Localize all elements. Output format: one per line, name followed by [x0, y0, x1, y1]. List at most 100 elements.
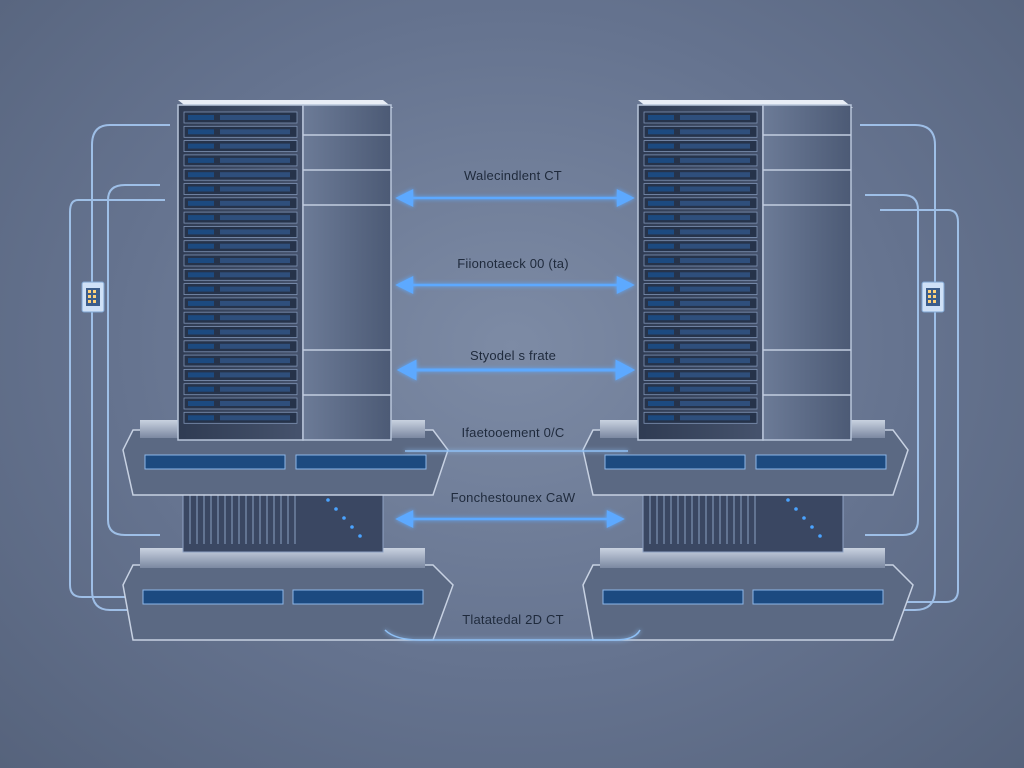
drive-light	[188, 258, 214, 263]
connection-arrow-2	[395, 275, 635, 295]
status-led	[818, 534, 822, 538]
rack-base-lower-slot	[142, 589, 284, 605]
connection-label-4: Ifaetooement 0/C	[461, 425, 565, 440]
connection-label-5: Fonchestounex CaW	[450, 490, 576, 505]
rack-base-upper-slot	[144, 454, 286, 470]
connection-label-3: Styodel s frate	[469, 348, 557, 363]
connection-label-2: Fiionotaeck 00 (ta)	[457, 256, 569, 271]
drive-light	[648, 272, 674, 278]
drive-light	[648, 401, 674, 406]
drive-light	[648, 329, 674, 335]
drive-label-strip	[220, 401, 290, 406]
drive-label-strip	[680, 258, 750, 263]
drive-label-strip	[220, 286, 290, 292]
drive-light	[188, 115, 214, 120]
drive-label-strip	[220, 143, 290, 149]
drive-light	[188, 243, 214, 249]
drive-light	[648, 386, 674, 392]
drive-label-strip	[220, 229, 290, 235]
drive-light	[188, 200, 214, 206]
server-rack-right	[582, 100, 914, 641]
drive-label-strip	[680, 343, 750, 349]
drive-label-strip	[220, 386, 290, 392]
drive-light	[648, 129, 674, 135]
drive-light	[648, 157, 674, 163]
drive-label-strip	[220, 315, 290, 321]
drive-label-strip	[220, 157, 290, 163]
connection-label-6: Tlatatedal 2D CT	[462, 612, 564, 627]
drive-label-strip	[680, 386, 750, 392]
rack-side	[762, 104, 852, 441]
drive-label-strip	[220, 358, 290, 364]
drive-light	[188, 315, 214, 321]
drive-label-strip	[680, 401, 750, 406]
drive-label-strip	[680, 315, 750, 321]
rack-base-upper-slot	[755, 454, 887, 470]
drive-light	[188, 401, 214, 406]
status-led	[334, 507, 338, 511]
drive-light	[188, 372, 214, 378]
drive-light	[188, 386, 214, 392]
drive-light	[648, 415, 674, 421]
connection-arrows	[384, 188, 641, 641]
drive-label-strip	[220, 186, 290, 192]
drive-label-strip	[680, 186, 750, 192]
status-led	[794, 507, 798, 511]
drive-label-strip	[680, 329, 750, 335]
drive-light	[188, 143, 214, 149]
drive-label-strip	[680, 415, 750, 421]
drive-light	[648, 115, 674, 120]
connection-arrow-1	[395, 188, 635, 208]
drive-label-strip	[220, 372, 290, 378]
status-led	[802, 516, 806, 520]
drive-light	[648, 300, 674, 306]
drive-label-strip	[220, 272, 290, 278]
connection-label-1: Walecindlent CT	[464, 168, 562, 183]
rack-base-lower-slot	[292, 589, 424, 605]
connection-line-6	[384, 629, 641, 641]
status-led	[358, 534, 362, 538]
drive-label-strip	[680, 129, 750, 135]
drive-label-strip	[220, 415, 290, 421]
drive-label-strip	[680, 143, 750, 149]
rack-side	[302, 104, 392, 441]
rack-base-lower	[582, 564, 914, 641]
drive-light	[648, 343, 674, 349]
drive-light	[648, 143, 674, 149]
rack-base-upper-slot	[295, 454, 427, 470]
drive-label-strip	[680, 157, 750, 163]
drive-light	[648, 372, 674, 378]
cable-loop-left	[69, 124, 170, 611]
connection-arrow-3	[396, 359, 636, 381]
rack-base-upper-slot	[604, 454, 746, 470]
rack-base-lower-top	[600, 548, 885, 568]
drive-label-strip	[220, 172, 290, 178]
drive-label-strip	[680, 300, 750, 306]
drive-label-strip	[680, 272, 750, 278]
drive-label-strip	[680, 243, 750, 249]
network-port-icon-left	[81, 281, 105, 313]
drive-light	[188, 215, 214, 221]
drive-light	[648, 243, 674, 249]
drive-light	[188, 300, 214, 306]
drive-light	[188, 329, 214, 335]
drive-label-strip	[680, 372, 750, 378]
rack-base-lower-slot	[602, 589, 744, 605]
drive-light	[648, 286, 674, 292]
drive-light	[188, 186, 214, 192]
drive-label-strip	[220, 200, 290, 206]
network-port-icon-right	[921, 281, 945, 313]
drive-light	[648, 258, 674, 263]
drive-light	[188, 272, 214, 278]
status-led	[786, 498, 790, 502]
status-led	[326, 498, 330, 502]
drive-label-strip	[680, 215, 750, 221]
drive-light	[648, 358, 674, 364]
rack-base-lower-top	[140, 548, 425, 568]
drive-label-strip	[220, 129, 290, 135]
cable-loop-right	[860, 124, 959, 611]
drive-label-strip	[680, 115, 750, 120]
drive-light	[188, 129, 214, 135]
rack-base-lower-slot	[752, 589, 884, 605]
